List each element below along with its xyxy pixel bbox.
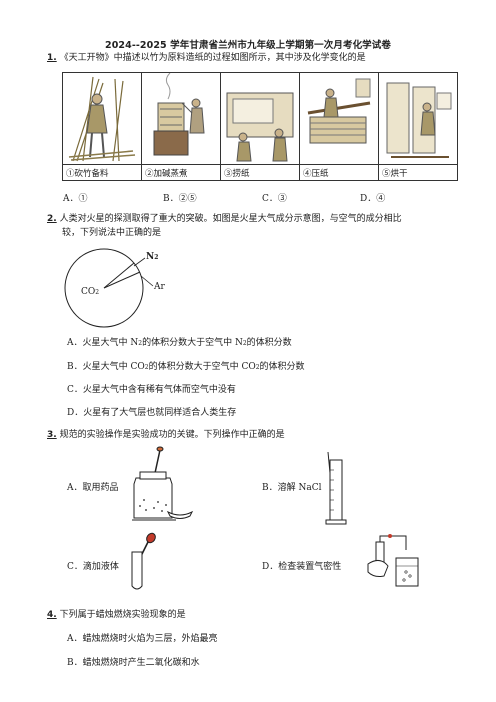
option-d: D．检查装置气密性	[262, 562, 342, 572]
airtightness-check-image	[367, 534, 419, 587]
image-cell	[378, 72, 458, 165]
image-cell	[62, 72, 142, 165]
drying-image	[386, 82, 452, 158]
option-b: B．溶解 NaCl	[262, 483, 322, 493]
image-cell	[299, 72, 379, 165]
option-text: 的体积分数	[246, 338, 292, 348]
paper-scooping-image	[226, 92, 294, 162]
caption-cell: ③捞纸	[220, 164, 300, 181]
question-number: 2.	[47, 214, 57, 224]
option-c: C．滴加液体	[67, 562, 119, 572]
pie-divider	[103, 271, 141, 289]
reagent-bottle-spoon-image	[132, 446, 194, 521]
graduated-cylinder-image	[325, 451, 347, 525]
caption-cell: ①砍竹备料	[62, 164, 142, 181]
image-cell	[220, 72, 300, 165]
option-text: A．火星大气中 N	[67, 338, 139, 348]
image-cell	[141, 72, 221, 165]
option-a: A．①	[63, 194, 88, 204]
subscript: 2	[255, 364, 260, 371]
question-text-line2: 较，下列说法中正确的是	[62, 228, 162, 238]
option-c: C．③	[262, 194, 287, 204]
paper-pressing-image	[307, 78, 371, 144]
mars-atmosphere-pie	[64, 248, 154, 328]
subscript: 2	[144, 364, 149, 371]
alkali-cooking-image	[153, 73, 205, 156]
question-2: 2. 人类对火星的探测取得了重大的突破。如图是火星大气成分示意图，与空气的成分相…	[47, 212, 402, 226]
question-number: 3.	[47, 430, 57, 440]
question-text: 规范的实验操作是实验成功的关键。下列操作中正确的是	[59, 430, 285, 440]
option-d: D．火星有了大气层也就同样适合人类生存	[67, 408, 237, 418]
subscript: 2	[95, 289, 100, 296]
option-text: 的体积分数	[259, 362, 305, 372]
dropper-tube-image	[131, 532, 156, 590]
option-c: C．火星大气中含有稀有气体而空气中没有	[67, 385, 236, 395]
question-text: 人类对火星的探测取得了重大的突破。如图是火星大气成分示意图，与空气的成分相比	[59, 214, 402, 224]
option-b: B．蜡烛燃烧时产生二氧化碳和水	[67, 658, 200, 668]
question-number: 4.	[47, 610, 57, 620]
option-d: D．④	[360, 194, 386, 204]
subscript: 2	[242, 340, 247, 347]
n2-label: N2	[146, 252, 158, 262]
ar-leader	[140, 275, 154, 287]
question-text: 下列属于蜡烛燃烧实验现象的是	[59, 610, 186, 620]
co2-label: CO2	[81, 287, 99, 297]
option-a: A．取用药品	[67, 483, 119, 493]
caption-cell: ②加碱蒸煮	[141, 164, 221, 181]
pie-divider	[103, 262, 135, 289]
question-number: 1.	[47, 53, 57, 63]
question-3: 3. 规范的实验操作是实验成功的关键。下列操作中正确的是	[47, 428, 285, 442]
ar-label: Ar	[154, 282, 165, 292]
caption-cell: ⑤烘干	[378, 164, 458, 181]
option-b: B．火星大气中 CO2的体积分数大于空气中 CO2的体积分数	[67, 359, 305, 372]
page-title: 2024--2025 学年甘肃省兰州市九年级上学期第一次月考化学试卷	[105, 40, 391, 51]
option-text: 的体积分数大于空气中 CO	[148, 362, 256, 372]
papermaking-table: ①砍竹备料 ②加碱蒸煮 ③捞纸 ④压纸 ⑤烘干	[62, 72, 458, 181]
co2-text: CO	[81, 287, 96, 297]
option-b: B．②⑤	[163, 194, 197, 204]
option-text: B．火星大气中 CO	[67, 362, 145, 372]
n2-leader	[133, 257, 146, 267]
subscript: 2	[154, 254, 159, 261]
option-text: 的体积分数大于空气中 N	[142, 338, 243, 348]
option-a: A．火星大气中 N2的体积分数大于空气中 N2的体积分数	[67, 335, 292, 348]
bamboo-cutting-image	[68, 76, 136, 162]
option-a: A．蜡烛燃烧时火焰为三层，外焰最亮	[67, 634, 218, 644]
question-text: 《天工开物》中描述以竹为原料造纸的过程如图所示，其中涉及化学变化的是	[59, 53, 366, 63]
question-1: 1. 《天工开物》中描述以竹为原料造纸的过程如图所示，其中涉及化学变化的是	[47, 51, 366, 65]
question-4: 4. 下列属于蜡烛燃烧实验现象的是	[47, 608, 186, 622]
caption-cell: ④压纸	[299, 164, 379, 181]
n2-text: N	[146, 252, 155, 262]
subscript: 2	[138, 340, 143, 347]
